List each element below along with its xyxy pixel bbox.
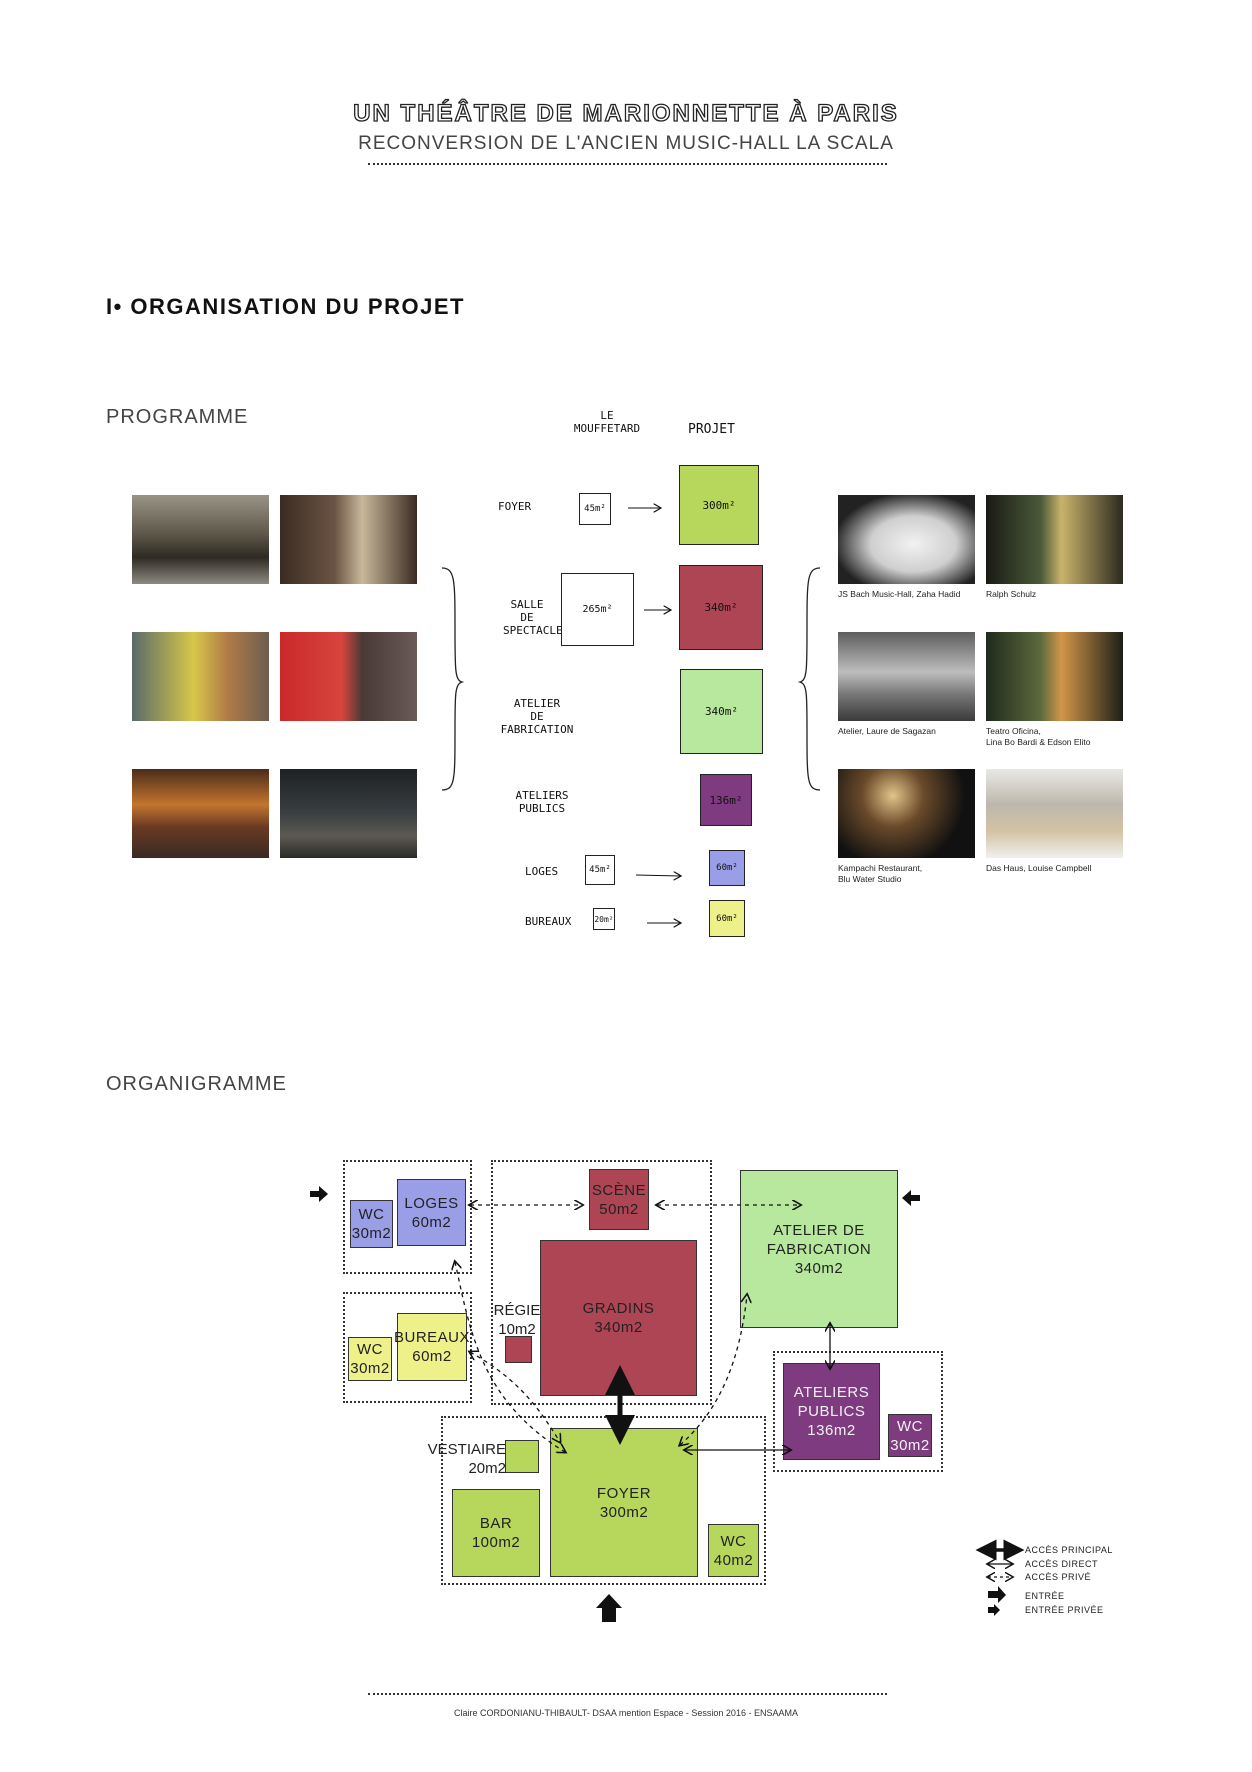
link-bureaux-foyer	[470, 1352, 560, 1442]
footer-divider	[368, 1693, 887, 1695]
caption-oficina: Teatro Oficina, Lina Bo Bardi & Edson El…	[986, 726, 1091, 747]
prog-label-ateliers-publics: ATELIERS PUBLICS	[515, 789, 569, 815]
prog-label-bureaux: BUREAUX	[525, 915, 572, 928]
caption-sagazan: Atelier, Laure de Sagazan	[838, 726, 936, 736]
room-wc-foyer: WC 40m2	[708, 1524, 759, 1577]
old-square-foyer: 45m²	[579, 493, 611, 525]
room-ateliers-publics: ATELIERS PUBLICS 136m2	[783, 1363, 880, 1460]
zone-ateliers-publics	[773, 1351, 943, 1472]
new-square-loges: 60m²	[709, 850, 745, 886]
photo-hall-seats	[132, 769, 269, 858]
new-square-bureaux: 60m²	[709, 900, 745, 937]
legend-entree: ENTRÉE	[1025, 1591, 1065, 1601]
prog-label-foyer: FOYER	[498, 500, 532, 513]
prog-label-atelier: ATELIER DE FABRICATION	[500, 697, 574, 736]
room-wc-loges: WC 30m2	[350, 1200, 393, 1248]
room-scene: SCÈNE 50m2	[589, 1169, 649, 1230]
new-square-foyer: 300m²	[679, 465, 759, 545]
organigramme-heading: ORGANIGRAMME	[106, 1073, 287, 1095]
photo-ref-schulz	[986, 495, 1123, 584]
main-entrance-icon	[596, 1594, 622, 1622]
photo-foyer-yellow	[132, 632, 269, 721]
photo-entrance-street	[132, 495, 269, 584]
room-wc-bureaux: WC 30m2	[348, 1337, 392, 1381]
zone-loges	[343, 1160, 472, 1274]
private-entrance-icon-right	[902, 1190, 920, 1206]
photo-ref-sagazan	[838, 632, 975, 721]
new-square-ateliers-publics: 136m²	[700, 774, 752, 826]
footer-credit: Claire CORDONIANU-THIBAULT- DSAA mention…	[454, 1708, 798, 1718]
legend-principal: ACCÈS PRINCIPAL	[1025, 1545, 1113, 1555]
photo-ref-bach	[838, 495, 975, 584]
old-square-loges: 45m²	[585, 855, 615, 885]
right-brace	[797, 567, 821, 791]
prog-label-loges: LOGES	[525, 865, 559, 878]
photo-ref-oficina	[986, 632, 1123, 721]
photo-ref-kampachi	[838, 769, 975, 858]
page-subtitle: RECONVERSION DE L'ANCIEN MUSIC-HALL LA S…	[358, 133, 894, 154]
col-header-projet: PROJET	[688, 422, 735, 437]
new-square-atelier: 340m²	[680, 669, 763, 754]
photo-ref-haus	[986, 769, 1123, 858]
programme-heading: PROGRAMME	[106, 406, 249, 428]
room-bar: BAR 100m2	[452, 1489, 540, 1577]
prog-label-salle: SALLE DE SPECTACLE	[503, 598, 563, 637]
left-brace	[441, 567, 465, 791]
photo-entrance-door	[280, 495, 417, 584]
zone-foyer	[441, 1416, 766, 1585]
old-square-bureaux: 20m²	[593, 908, 615, 930]
page-title: UN THÉÂTRE DE MARIONNETTE À PARIS	[353, 99, 899, 127]
caption-schulz: Ralph Schulz	[986, 589, 1037, 599]
link-foyer-atelier	[680, 1295, 747, 1445]
legend-entree-privee: ENTRÉE PRIVÉE	[1025, 1605, 1104, 1615]
caption-kampachi: Kampachi Restaurant, Blu Water Studio	[838, 863, 923, 884]
header-divider	[368, 163, 887, 165]
caption-haus: Das Haus, Louise Campbell	[986, 863, 1092, 873]
legend-prive: ACCÈS PRIVÉ	[1025, 1572, 1092, 1582]
room-wc-ateliers: WC 30m2	[888, 1414, 932, 1457]
new-square-salle: 340m²	[679, 565, 763, 650]
private-entrance-icon-left	[310, 1186, 328, 1202]
caption-bach: JS Bach Music-Hall, Zaha Hadid	[838, 589, 961, 599]
photo-foyer-red	[280, 632, 417, 721]
col-header-mouffetard: LE MOUFFETARD	[573, 409, 641, 435]
old-square-salle: 265m²	[561, 573, 634, 646]
room-loges: LOGES 60m2	[397, 1179, 466, 1246]
legend-direct: ACCÈS DIRECT	[1025, 1559, 1099, 1569]
room-atelier-fabrication: ATELIER DE FABRICATION 340m2	[740, 1170, 898, 1328]
section-title: I• ORGANISATION DU PROJET	[106, 294, 465, 319]
photo-stage	[280, 769, 417, 858]
